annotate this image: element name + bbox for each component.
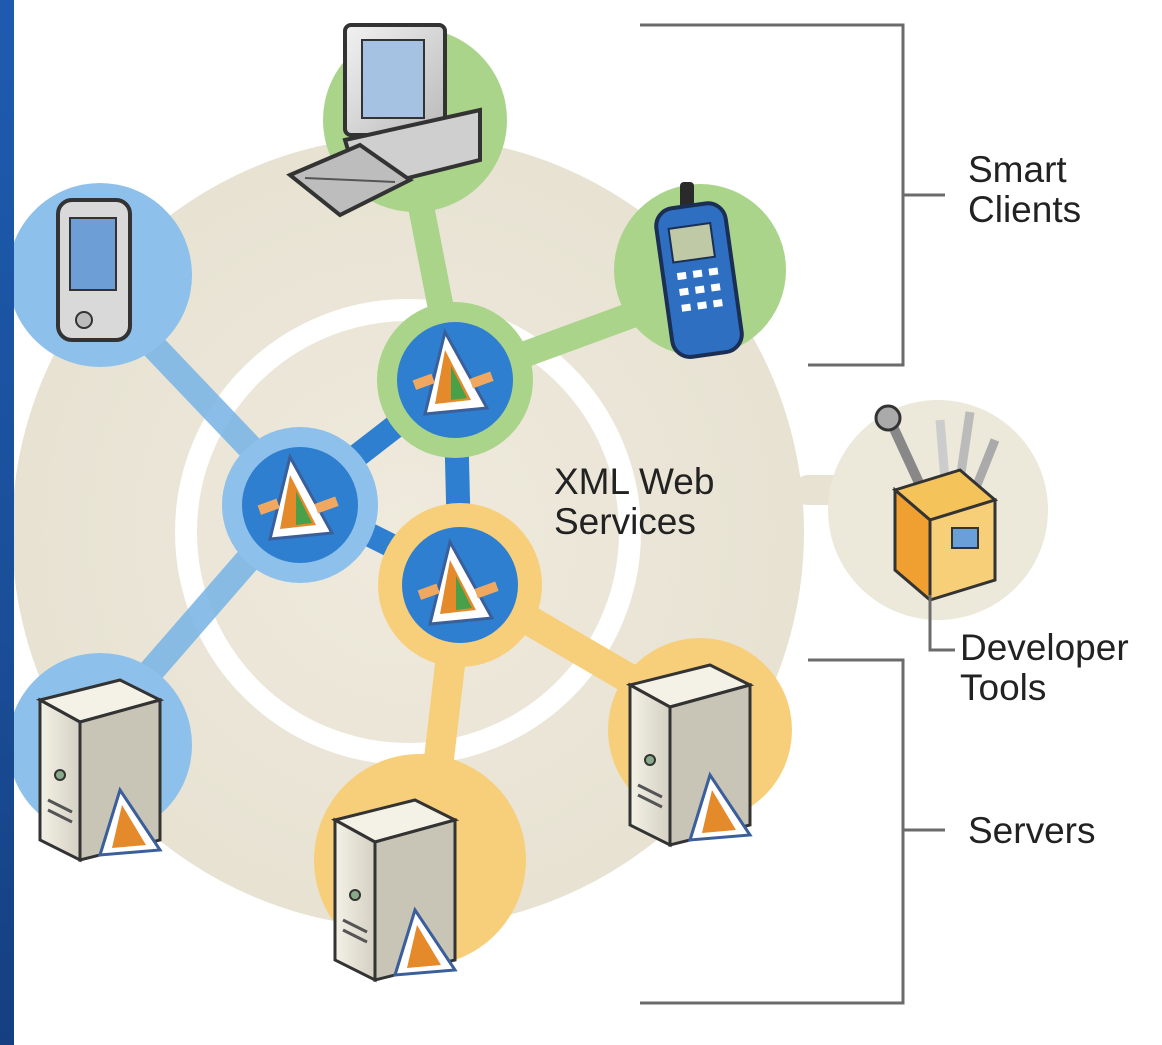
smart-clients-label-line1: Smart xyxy=(968,149,1067,190)
developer-tools-icon xyxy=(874,404,1000,604)
smart-clients-bracket xyxy=(640,23,945,367)
developer-tools-label: Developer Tools xyxy=(960,628,1129,708)
desktop-computer-icon xyxy=(286,23,482,218)
xml-web-services-diagram xyxy=(14,23,1048,1005)
xml-web-services-label: XML Web Services xyxy=(554,462,714,542)
server-icon xyxy=(35,678,165,863)
smart-clients-label-line2: Clients xyxy=(968,189,1082,230)
web-service-icon xyxy=(417,537,499,626)
smart-clients-label: Smart Clients xyxy=(968,150,1081,230)
servers-bracket xyxy=(640,658,945,1005)
servers-label: Servers xyxy=(968,810,1096,851)
server-icon xyxy=(625,663,755,848)
inner-ring xyxy=(175,299,641,765)
developer-tools-label-line1: Developer xyxy=(960,627,1129,668)
diagram-panel: Smart Clients XML Web Services Developer… xyxy=(14,0,1162,1045)
developer-tools-leader xyxy=(928,595,955,652)
xml-web-services-label-line2: Services xyxy=(554,501,696,542)
web-service-icon xyxy=(257,452,339,541)
mobile-phone-icon xyxy=(654,182,744,359)
server-icon xyxy=(330,798,460,983)
pda-icon xyxy=(56,198,132,342)
xml-web-services-label-line1: XML Web xyxy=(554,461,715,502)
developer-tools-label-line2: Tools xyxy=(960,667,1047,708)
web-service-icon xyxy=(412,327,494,416)
